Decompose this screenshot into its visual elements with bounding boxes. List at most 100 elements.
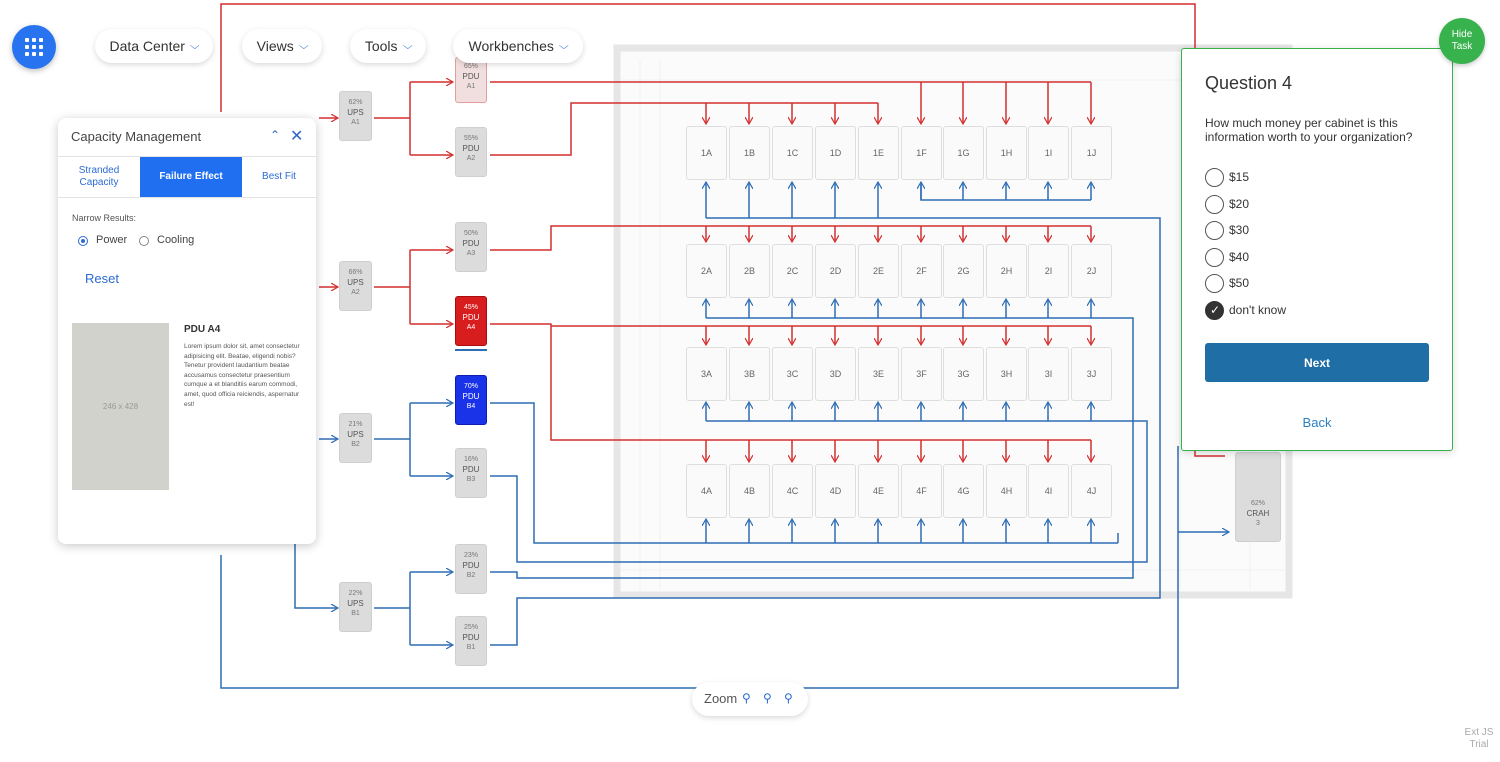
rack-cabinet[interactable]: 3J (1071, 347, 1112, 401)
nav-tools[interactable]: Tools⌵ (350, 29, 426, 63)
reset-button[interactable]: Reset (85, 271, 119, 286)
rack-cabinet[interactable]: 3H (986, 347, 1027, 401)
item-description: Lorem ipsum dolor sit, amet consectetur … (184, 343, 300, 408)
ups-node[interactable]: 21% UPS B2 (339, 413, 372, 463)
radio-circle[interactable] (1205, 274, 1224, 293)
checkmark-icon: ✓ (1210, 303, 1221, 317)
rack-cabinet[interactable]: 1I (1028, 126, 1069, 180)
pdu-node[interactable]: 65% PDU A1 (455, 57, 487, 103)
rack-cabinet[interactable]: 3I (1028, 347, 1069, 401)
nav-data-center[interactable]: Data Center⌵ (95, 29, 213, 63)
rack-cabinet[interactable]: 3F (901, 347, 942, 401)
radio-circle-checked[interactable]: ✓ (1205, 301, 1224, 320)
tab-stranded-capacity[interactable]: Stranded Capacity (78, 165, 120, 188)
trial-watermark: Ext JS Trial (1464, 727, 1494, 750)
question-panel: Question 4 How much money per cabinet is… (1181, 48, 1453, 451)
nav-workbenches[interactable]: Workbenches⌵ (453, 29, 583, 63)
pdu-node[interactable]: 23% PDU B2 (455, 544, 487, 594)
rack-cabinet[interactable]: 4E (858, 464, 899, 518)
rack-cabinet[interactable]: 4I (1028, 464, 1069, 518)
back-link[interactable]: Back (1302, 415, 1332, 430)
panel-title: Capacity Management (71, 129, 202, 144)
cooling-radio[interactable] (139, 236, 149, 246)
question-text: How much money per cabinet is this infor… (1205, 116, 1413, 144)
capacity-management-panel: Capacity Management ⌃ ✕ Stranded Capacit… (58, 118, 316, 544)
close-icon[interactable]: ✕ (290, 128, 304, 145)
chevron-down-icon: ⌵ (189, 40, 200, 52)
answer-option[interactable]: $50 (1205, 274, 1405, 294)
radio-circle[interactable] (1205, 248, 1224, 267)
rack-cabinet[interactable]: 1J (1071, 126, 1112, 180)
rack-cabinet[interactable]: 3A (686, 347, 727, 401)
nav-views[interactable]: Views⌵ (242, 29, 322, 63)
ups-node[interactable]: 62% UPS A1 (339, 91, 372, 141)
zoom-toolbar: Zoom ⚲ ⚲ ⚲ (692, 682, 808, 716)
rack-cabinet[interactable]: 2A (686, 244, 727, 298)
rack-cabinet[interactable]: 4B (729, 464, 770, 518)
radio-circle[interactable] (1205, 221, 1224, 240)
ups-node[interactable]: 22% UPS B1 (339, 582, 372, 632)
cooling-label: Cooling (157, 234, 195, 246)
rack-cabinet[interactable]: 1D (815, 126, 856, 180)
answer-option[interactable]: $40 (1205, 248, 1405, 268)
rack-cabinet[interactable]: 2D (815, 244, 856, 298)
answer-option[interactable]: $15 (1205, 168, 1405, 188)
tab-best-fit[interactable]: Best Fit (262, 171, 296, 182)
tab-failure-effect[interactable]: Failure Effect (140, 157, 242, 197)
answer-option-selected[interactable]: ✓ don't know (1205, 301, 1405, 321)
rack-cabinet[interactable]: 4C (772, 464, 813, 518)
hide-task-button[interactable]: Hide Task (1439, 18, 1485, 64)
tab-bar: Stranded Capacity Failure Effect Best Fi… (58, 156, 316, 198)
rack-cabinet[interactable]: 2J (1071, 244, 1112, 298)
rack-cabinet[interactable]: 1F (901, 126, 942, 180)
apps-menu-button[interactable] (12, 25, 56, 69)
radio-circle[interactable] (1205, 168, 1224, 187)
rack-cabinet[interactable]: 3B (729, 347, 770, 401)
ups-node[interactable]: 66% UPS A2 (339, 261, 372, 311)
power-radio[interactable] (78, 236, 88, 246)
answer-option[interactable]: $20 (1205, 195, 1405, 215)
rack-cabinet[interactable]: 1H (986, 126, 1027, 180)
pdu-node[interactable]: 50% PDU A3 (455, 222, 487, 272)
crah-node[interactable]: 62% CRAH 3 (1235, 452, 1281, 542)
zoom-in-icon[interactable]: ⚲ (742, 691, 751, 705)
rack-cabinet[interactable]: 1A (686, 126, 727, 180)
narrow-results-label: Narrow Results: (72, 213, 137, 223)
pdu-node-affected[interactable]: 70% PDU B4 (455, 375, 487, 425)
rack-cabinet[interactable]: 3D (815, 347, 856, 401)
pdu-node[interactable]: 25% PDU B1 (455, 616, 487, 666)
next-button[interactable]: Next (1205, 343, 1429, 382)
chevron-down-icon: ⌵ (298, 40, 309, 52)
rack-cabinet[interactable]: 2I (1028, 244, 1069, 298)
item-title: PDU A4 (184, 324, 221, 335)
pdu-node-selected[interactable]: 45% PDU A4 (455, 296, 487, 346)
collapse-icon[interactable]: ⌃ (270, 128, 281, 142)
rack-cabinet[interactable]: 2F (901, 244, 942, 298)
rack-cabinet[interactable]: 2B (729, 244, 770, 298)
rack-cabinet[interactable]: 4F (901, 464, 942, 518)
rack-cabinet[interactable]: 2E (858, 244, 899, 298)
rack-cabinet[interactable]: 3C (772, 347, 813, 401)
pdu-node[interactable]: 55% PDU A2 (455, 127, 487, 177)
rack-cabinet[interactable]: 4G (943, 464, 984, 518)
rack-cabinet[interactable]: 2H (986, 244, 1027, 298)
answer-option[interactable]: $30 (1205, 221, 1405, 241)
rack-cabinet[interactable]: 4A (686, 464, 727, 518)
rack-cabinet[interactable]: 2G (943, 244, 984, 298)
rack-cabinet[interactable]: 3G (943, 347, 984, 401)
rack-cabinet[interactable]: 4H (986, 464, 1027, 518)
rack-cabinet[interactable]: 1E (858, 126, 899, 180)
question-title: Question 4 (1205, 73, 1293, 93)
rack-cabinet[interactable]: 4D (815, 464, 856, 518)
rack-cabinet[interactable]: 1B (729, 126, 770, 180)
radio-circle[interactable] (1205, 195, 1224, 214)
pdu-node[interactable]: 16% PDU B3 (455, 448, 487, 498)
rack-cabinet[interactable]: 1C (772, 126, 813, 180)
zoom-reset-icon[interactable]: ⚲ (784, 691, 793, 705)
rack-cabinet[interactable]: 3E (858, 347, 899, 401)
zoom-out-icon[interactable]: ⚲ (763, 691, 772, 705)
rack-cabinet[interactable]: 4J (1071, 464, 1112, 518)
rack-cabinet[interactable]: 2C (772, 244, 813, 298)
rack-cabinet[interactable]: 1G (943, 126, 984, 180)
